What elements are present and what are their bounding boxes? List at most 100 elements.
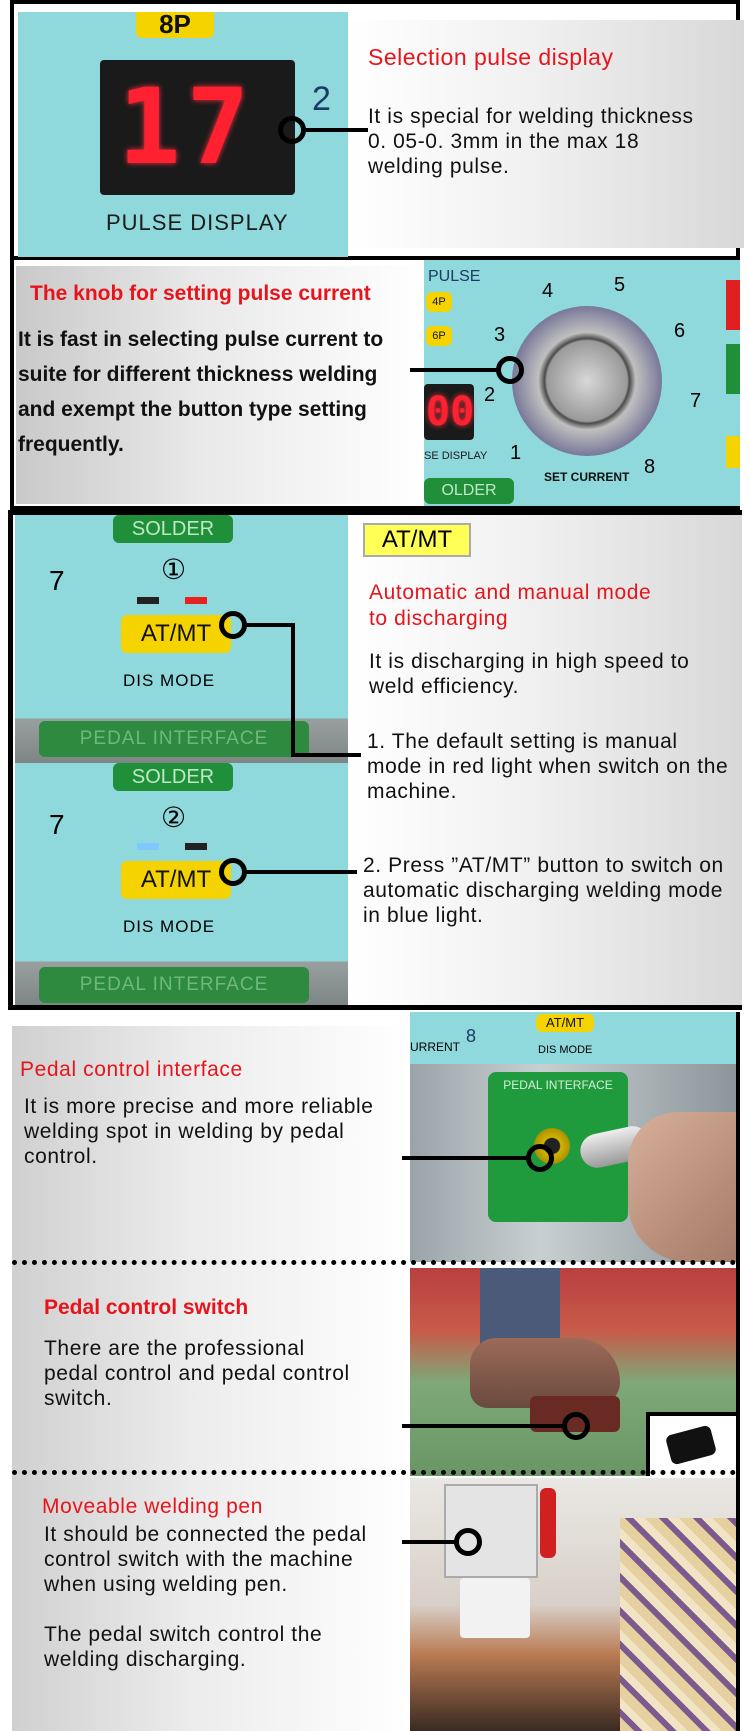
atmt-pointer-dot-2	[219, 858, 247, 886]
section6-body1: It should be connected the pedal control…	[44, 1523, 367, 1596]
scale-8: 8	[466, 1026, 477, 1046]
knob-pointer-dot	[496, 356, 524, 384]
scale-7: 7	[49, 565, 65, 596]
scale-8: 8	[644, 456, 656, 478]
pedal-interface-pointer-line	[402, 1156, 528, 1160]
section2-body: It is fast in selecting pulse current to…	[18, 322, 418, 462]
pulse-8p-button: 8P	[136, 12, 214, 39]
section-pedal-block: URRENT 8 AT/MT DIS MODE PEDAL INTERFACE …	[12, 1012, 740, 1731]
section6-title: Moveable welding pen	[42, 1495, 263, 1518]
pedal-switch-icon	[664, 1424, 718, 1466]
knob-photo: PULSE 4P 6P 00 SE DISPLAY OLDER 1 2 3 4 …	[424, 260, 740, 506]
section1-body: It is special for welding thickness 0. 0…	[368, 105, 694, 178]
solder-label: OLDER	[424, 478, 514, 504]
pedal-interface-label: PEDAL INTERFACE	[39, 967, 309, 1003]
section-knob: PULSE 4P 6P 00 SE DISPLAY OLDER 1 2 3 4 …	[10, 260, 740, 510]
urrent-label: URRENT	[410, 1040, 460, 1054]
scale-1: 1	[510, 442, 522, 464]
section6-body2: The pedal switch control the welding dis…	[44, 1623, 323, 1671]
atmt-pointer-line-2	[245, 870, 357, 874]
section2-body-line: and exempt the button type setting	[18, 398, 367, 421]
pedal-interface-label: PEDAL INTERFACE	[39, 721, 309, 757]
solder-label: SOLDER	[113, 515, 233, 543]
atmt-text-panel	[348, 515, 742, 1005]
section4-title: Pedal control interface	[20, 1058, 243, 1081]
scale-7: 7	[690, 390, 702, 412]
pulse-pointer-dot	[278, 116, 306, 144]
section5-body: There are the professional pedal control…	[44, 1337, 350, 1410]
section2-body-line: It is fast in selecting pulse current to	[18, 328, 384, 351]
mode-marker-1: ①	[161, 554, 187, 585]
knob-pointer-line	[410, 368, 498, 372]
display-label: SE DISPLAY	[424, 450, 488, 462]
atmt-pointer-line-1a	[245, 623, 293, 627]
at-mt-button: AT/MT	[121, 615, 231, 653]
edge-red-button	[726, 280, 740, 330]
section-pulse-display: 8P 17 2 PULSE DISPLAY Selection pulse di…	[10, 0, 744, 260]
section3-title-line1: Automatic and manual mode	[369, 581, 652, 604]
scale-mark-2: 2	[312, 80, 331, 118]
pedal-switch-pointer-line	[402, 1424, 564, 1428]
pulse-display-caption: PULSE DISPLAY	[106, 210, 289, 235]
atmt-photo-top: SOLDER 7 ① AT/MT DIS MODE PEDAL INTERFAC…	[15, 515, 348, 763]
pulse-digits: 17	[118, 66, 256, 188]
solder-label: SOLDER	[113, 763, 233, 791]
pulse-4p-button: 4P	[426, 292, 452, 312]
section2-title: The knob for setting pulse current	[30, 282, 371, 305]
edge-green-button	[726, 344, 740, 394]
scale-6: 6	[674, 320, 686, 342]
divider-2	[12, 1470, 736, 1475]
scale-7: 7	[49, 809, 65, 840]
section3-point1: 1. The default setting is manual mode in…	[367, 730, 729, 803]
pedal-switch-photo	[410, 1268, 736, 1476]
pulse-text-panel	[348, 20, 744, 248]
section2-body-line: suite for different thickness welding	[18, 363, 378, 386]
dis-mode-label: DIS MODE	[123, 917, 216, 936]
battery-fixture	[460, 1578, 530, 1638]
hand	[628, 1112, 736, 1262]
pulse-pointer-line	[306, 128, 368, 132]
at-mt-button: AT/MT	[536, 1014, 594, 1032]
manual-indicator-red	[185, 597, 207, 604]
section3-point2: 2. Press ”AT/MT” button to switch on aut…	[363, 854, 724, 927]
atmt-pointer-line-1b	[291, 623, 295, 757]
atmt-pointer-dot-1	[219, 611, 247, 639]
section4-body: It is more precise and more reliable wel…	[24, 1095, 374, 1168]
pulse-label: PULSE	[428, 268, 481, 285]
trouser-leg	[480, 1268, 560, 1348]
welding-pen-photo	[410, 1478, 736, 1731]
auto-indicator-off	[185, 843, 207, 850]
auto-indicator-blue	[137, 843, 159, 850]
current-knob	[512, 306, 662, 456]
scale-2: 2	[484, 384, 496, 406]
welding-pen-pointer-line	[402, 1540, 456, 1544]
operator-shirt	[620, 1518, 736, 1731]
atmt-badge: AT/MT	[363, 523, 471, 557]
atmt-photo-bottom: SOLDER 7 ② AT/MT DIS MODE PEDAL INTERFAC…	[15, 763, 348, 1005]
section3-title-line2: to discharging	[369, 607, 509, 630]
section-at-mt: SOLDER 7 ① AT/MT DIS MODE PEDAL INTERFAC…	[8, 510, 742, 1010]
section2-body-line: frequently.	[18, 433, 124, 456]
pulse-6p-button: 6P	[426, 326, 452, 346]
mode-marker-2: ②	[161, 802, 187, 833]
set-current-label: SET CURRENT	[544, 470, 630, 484]
dis-mode-label: DIS MODE	[538, 1044, 593, 1056]
welding-pen-pointer-dot	[454, 1528, 482, 1556]
scale-3: 3	[494, 324, 506, 346]
knob-text-panel	[16, 266, 424, 504]
manual-indicator-off	[137, 597, 159, 604]
knob-lcd-digits: 00	[426, 389, 475, 435]
pulse-lcd-panel: 17	[100, 60, 295, 195]
edge-yellow-button	[726, 436, 740, 468]
welding-pen	[540, 1488, 556, 1558]
scale-4: 4	[542, 280, 554, 302]
pedal-interface-photo: URRENT 8 AT/MT DIS MODE PEDAL INTERFACE	[410, 1012, 736, 1262]
scale-5: 5	[614, 274, 626, 296]
section5-title: Pedal control switch	[44, 1296, 249, 1319]
at-mt-button: AT/MT	[121, 861, 231, 899]
dis-mode-label: DIS MODE	[123, 671, 216, 690]
pedal-interface-pointer-dot	[526, 1144, 554, 1172]
atmt-pointer-line-1c	[291, 753, 361, 757]
pedal-interface-title: PEDAL INTERFACE	[503, 1078, 613, 1092]
welding-machine	[444, 1484, 538, 1578]
